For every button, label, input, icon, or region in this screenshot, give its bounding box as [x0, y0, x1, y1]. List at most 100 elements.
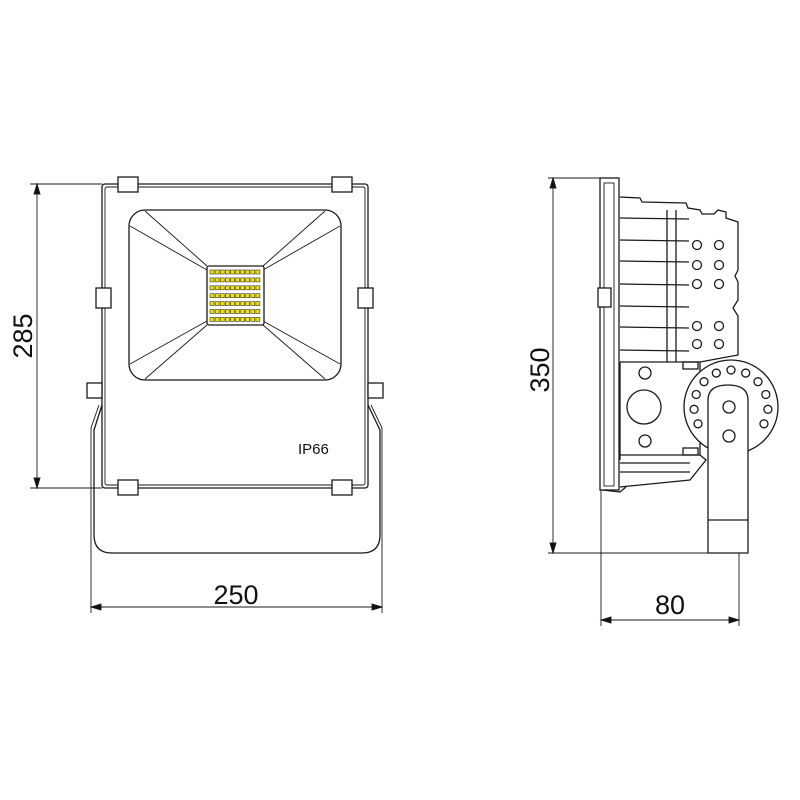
pivot-hole — [753, 377, 763, 387]
pivot-hole — [741, 368, 751, 378]
housing-frame — [101, 183, 369, 489]
led-chip — [245, 293, 250, 299]
reflector-lines — [129, 210, 341, 380]
side-view: 350 80 — [525, 176, 779, 626]
led-chip — [245, 285, 250, 291]
front-plate — [599, 177, 620, 491]
led-chip — [235, 285, 240, 291]
led-chip — [240, 317, 245, 322]
led-chip — [219, 317, 225, 322]
led-chip — [230, 293, 235, 299]
led-chip — [214, 269, 220, 275]
led-chip — [209, 277, 215, 283]
led-chip — [214, 301, 220, 306]
clips — [86, 176, 384, 496]
lens — [128, 209, 342, 381]
pivot-hole — [689, 404, 699, 414]
front-view: IP66 285 250 — [8, 176, 384, 613]
led-chip — [209, 317, 215, 322]
led-array — [209, 269, 261, 322]
fin — [619, 217, 690, 220]
led-chip — [214, 285, 220, 291]
led-chip — [245, 309, 250, 314]
led-chip — [214, 309, 220, 314]
led-chip — [230, 317, 235, 322]
led-chip — [230, 285, 235, 291]
led-chip — [255, 285, 261, 291]
led-chip — [245, 301, 250, 306]
led-chip — [225, 309, 230, 314]
fin — [619, 239, 690, 242]
heatsink-holes — [691, 239, 725, 350]
led-chip — [225, 293, 230, 299]
fin — [619, 283, 690, 286]
led-chip — [250, 317, 256, 322]
pivot-hole — [699, 377, 709, 387]
led-chip — [230, 277, 235, 283]
pivot-hole — [693, 419, 703, 429]
led-chip — [225, 285, 230, 291]
height-dimension-350: 350 — [525, 347, 555, 392]
led-chip — [209, 293, 215, 299]
dimension-lines-side — [548, 176, 748, 626]
led-chip — [219, 309, 225, 314]
pivot-hole — [759, 419, 769, 429]
led-chip — [240, 301, 245, 306]
led-chip — [250, 301, 256, 306]
led-chip — [240, 277, 245, 283]
led-chip — [255, 269, 261, 275]
mounting-arm — [707, 384, 749, 554]
heatsink-body — [619, 196, 739, 363]
led-chip — [235, 293, 240, 299]
led-chip — [250, 293, 256, 299]
height-dimension-285: 285 — [8, 313, 38, 358]
led-chip — [235, 317, 240, 322]
led-chip — [235, 277, 240, 283]
led-chip — [250, 309, 256, 314]
vent-hole — [713, 338, 725, 350]
led-chip — [219, 301, 225, 306]
led-chip — [230, 269, 235, 275]
led-chip — [255, 301, 261, 306]
led-chip — [245, 277, 250, 283]
heatsink-fins — [619, 217, 690, 352]
vent-hole — [713, 278, 725, 290]
vent-hole — [713, 239, 725, 251]
led-chip — [240, 309, 245, 314]
led-chip — [235, 301, 240, 306]
led-chip — [219, 285, 225, 291]
led-chip — [214, 317, 220, 322]
led-chip — [235, 269, 240, 275]
depth-dimension-80: 80 — [655, 590, 685, 620]
fin — [619, 326, 690, 329]
pivot-hole — [763, 404, 773, 414]
width-dimension-250: 250 — [213, 580, 258, 610]
vent-hole — [691, 259, 703, 271]
vent-hole — [713, 259, 725, 271]
led-chip — [214, 293, 220, 299]
led-chip — [230, 301, 235, 306]
pivot-holes — [689, 365, 773, 429]
led-chip — [219, 277, 225, 283]
led-chip — [225, 277, 230, 283]
led-chip — [240, 269, 245, 275]
ip-rating-label: IP66 — [298, 441, 329, 458]
led-chip — [225, 301, 230, 306]
pivot-hole — [691, 389, 701, 400]
vent-hole — [691, 239, 703, 251]
vent-hole — [691, 278, 703, 290]
led-chip — [209, 309, 215, 314]
led-chip — [219, 269, 225, 275]
mounting-bracket — [93, 404, 381, 554]
led-chip — [250, 285, 256, 291]
cable-gland — [626, 389, 662, 425]
led-chip — [250, 269, 256, 275]
led-chip — [255, 309, 261, 314]
led-chip — [230, 309, 235, 314]
pivot-hole — [726, 365, 736, 375]
led-chip — [245, 269, 250, 275]
led-chip — [214, 277, 220, 283]
fin — [619, 349, 690, 352]
dimension-lines-front — [30, 182, 384, 613]
